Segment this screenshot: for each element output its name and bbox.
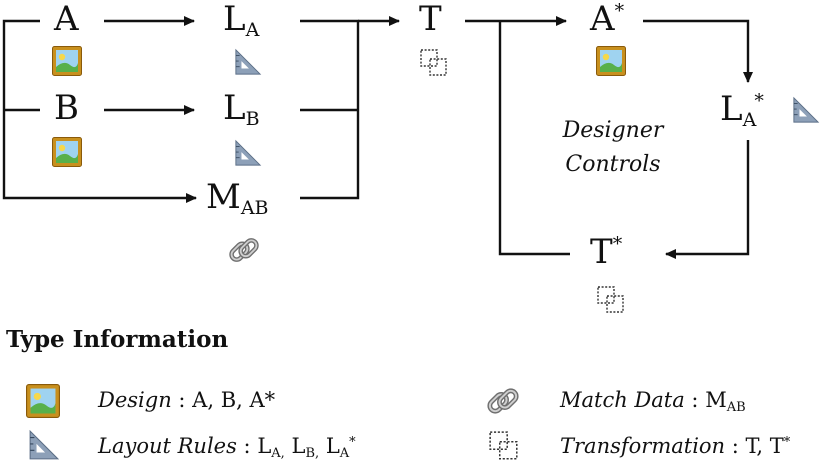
designer-controls-note: Designer Controls <box>528 114 698 182</box>
legend-layout-rules: Layout Rules : LA, LB, LA* <box>98 434 356 461</box>
node-b: B <box>54 88 79 128</box>
ruler-icon <box>235 49 261 75</box>
arrow-la-star-to-t-star <box>665 140 750 259</box>
picture-icon <box>26 384 60 418</box>
note-line-1: Designer <box>562 118 664 143</box>
node-lb: LB <box>223 88 260 130</box>
chain-link-icon <box>229 238 258 261</box>
legend-title: Type Information <box>6 326 229 353</box>
arrow-a-star-to-la-star <box>643 19 753 83</box>
node-la: LA <box>223 0 260 41</box>
legend-match-data: Match Data : MAB <box>560 388 746 415</box>
connector-t-to-t-star <box>498 21 570 256</box>
picture-icon <box>52 46 82 76</box>
overlap-squares-icon <box>489 431 518 460</box>
ruler-icon <box>29 430 59 460</box>
node-a-star: A* <box>590 0 625 39</box>
input-connectors <box>2 16 753 259</box>
node-t: T <box>419 0 442 39</box>
node-mab: MAB <box>206 177 269 219</box>
node-la-star: LA* <box>720 89 764 131</box>
picture-icon <box>52 137 82 167</box>
legend-design: Design : A, B, A* <box>98 388 276 412</box>
note-line-2: Controls <box>565 152 661 177</box>
overlap-squares-icon <box>420 49 447 76</box>
node-t-star: T* <box>590 232 623 272</box>
ruler-icon <box>793 97 819 123</box>
node-a: A <box>54 0 79 39</box>
overlap-squares-icon <box>597 286 624 313</box>
ruler-icon <box>235 140 261 166</box>
legend-transformation: Transformation : T, T* <box>560 434 791 458</box>
chain-link-icon <box>488 389 519 414</box>
picture-icon <box>596 46 626 76</box>
